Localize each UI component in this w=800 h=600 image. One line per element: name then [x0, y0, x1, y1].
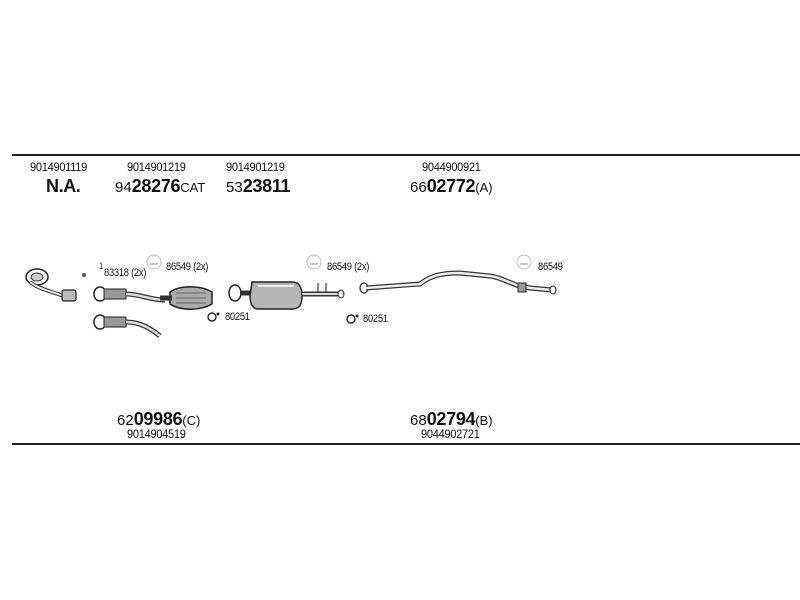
flex-pipe-part[interactable] — [93, 314, 162, 338]
oe-code-6: 9044902721 — [421, 427, 480, 441]
oe-code-4: 9044900921 — [422, 160, 481, 174]
part-prefix: 53 — [226, 179, 243, 196]
part-suffix: (B) — [475, 413, 493, 428]
part-suffix: CAT — [180, 180, 206, 195]
rubber-hanger-icon-1 — [207, 312, 220, 322]
clamp-marker: 1 — [99, 261, 104, 271]
oe-code-5: 9014904519 — [127, 427, 186, 441]
small-gasket-icon — [82, 273, 86, 277]
part-main: 02794 — [426, 409, 476, 429]
part-prefix: 66 — [410, 179, 427, 196]
part-number-middle-muffler[interactable]: 5323811 — [226, 176, 291, 196]
clamp-label-83318[interactable]: 83318 (2x) — [104, 267, 147, 279]
oe-code-2: 9014901219 — [127, 160, 186, 174]
part-number-tailpipe[interactable]: 6602772(A) — [410, 177, 493, 196]
part-number-front-pipe[interactable]: 6209986(C) — [117, 410, 200, 429]
top-divider — [12, 154, 800, 156]
part-main: 02772 — [426, 176, 476, 196]
clamp-bubble-2 — [306, 254, 322, 270]
catalyst-part[interactable] — [93, 286, 213, 310]
clamp-bubble-3 — [516, 254, 532, 270]
clamp-label-86549-c[interactable]: 86549 — [538, 261, 563, 273]
part-label-na: N.A. — [46, 176, 81, 196]
part-suffix: (A) — [475, 180, 493, 195]
part-number-rear-section[interactable]: 6802794(B) — [410, 410, 493, 429]
part-prefix: 94 — [115, 179, 132, 196]
part-main: 28276 — [131, 176, 181, 196]
clamp-label-86549-b[interactable]: 86549 (2x) — [327, 261, 370, 273]
bottom-divider — [12, 443, 800, 445]
hanger-label-80251-a[interactable]: 80251 — [225, 311, 250, 323]
part-number-catalyst[interactable]: 9428276CAT — [115, 177, 205, 196]
clamp-bubble-1 — [146, 254, 162, 270]
part-main: 23811 — [242, 176, 291, 196]
oe-code-3: 9014901219 — [226, 160, 285, 174]
part-prefix: 68 — [410, 412, 427, 429]
part-prefix: 62 — [117, 412, 134, 429]
hanger-label-80251-b[interactable]: 80251 — [363, 313, 388, 325]
oe-code-1: 9014901119 — [30, 160, 88, 174]
front-pipe-part[interactable] — [25, 268, 77, 302]
middle-muffler-part[interactable] — [228, 281, 345, 310]
rubber-hanger-icon-2 — [346, 314, 359, 324]
part-main: 09986 — [133, 409, 183, 429]
tailpipe-part[interactable] — [359, 270, 557, 295]
part-suffix: (C) — [182, 413, 201, 428]
clamp-label-86549-a[interactable]: 86549 (2x) — [166, 261, 209, 273]
